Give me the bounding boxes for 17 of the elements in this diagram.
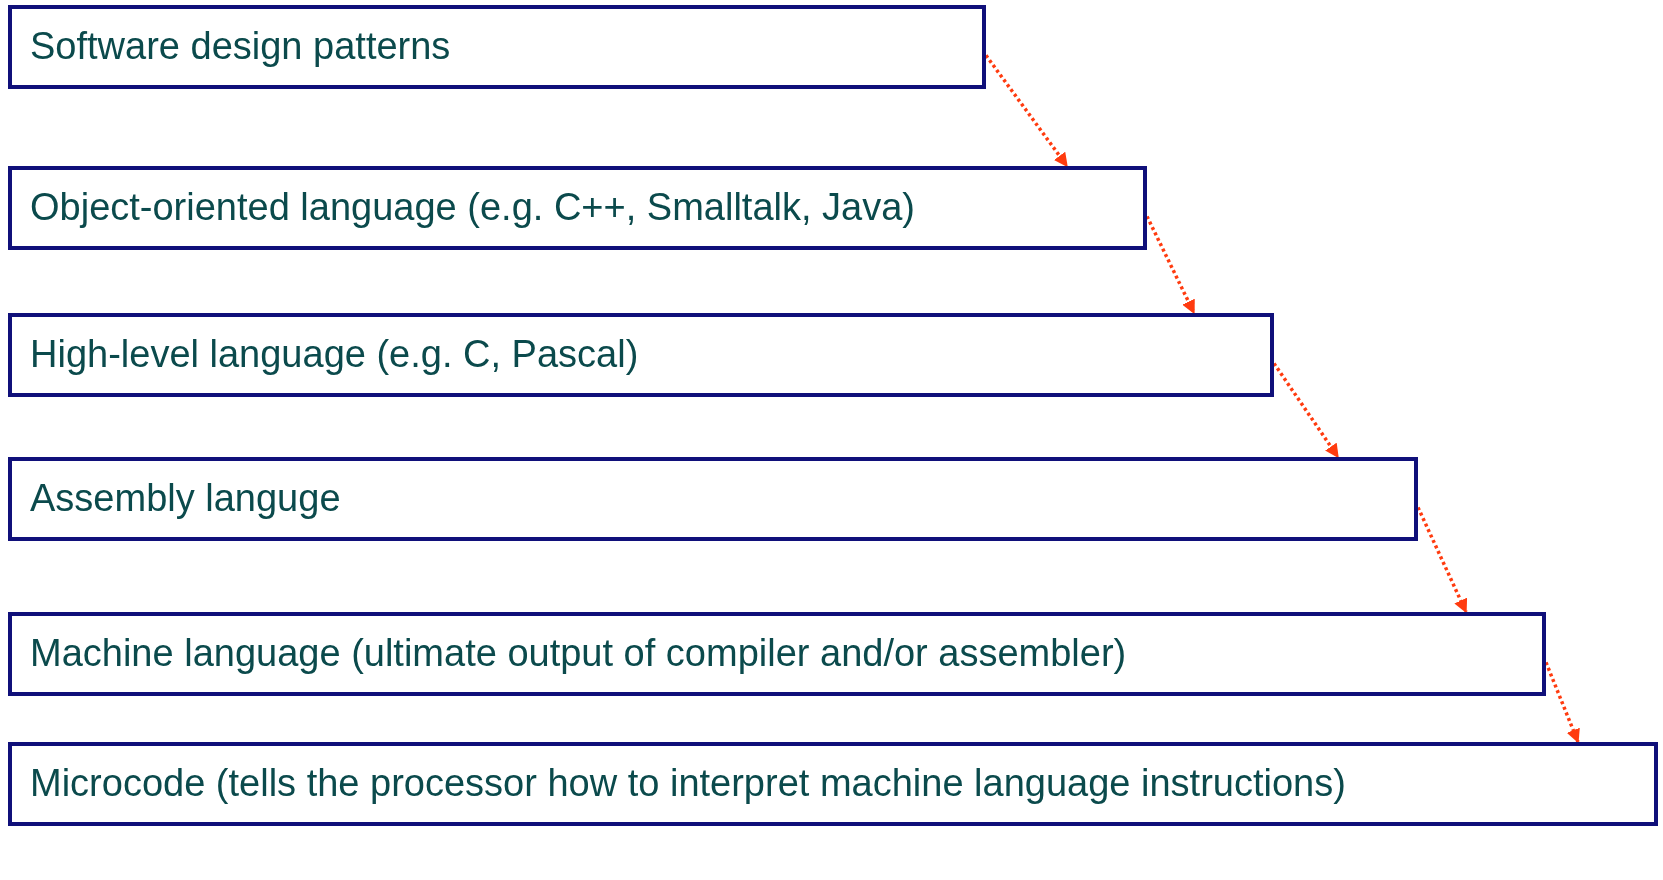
- arrow: [1272, 362, 1340, 459]
- box-label: High-level language (e.g. C, Pascal): [30, 333, 639, 377]
- arrow: [1145, 215, 1196, 315]
- box-label: Object-oriented language (e.g. C++, Smalltalk, Java): [30, 186, 916, 230]
- arrow: [1416, 506, 1468, 614]
- box-label: Software design patterns: [30, 25, 451, 69]
- box-label: Machine language (ultimate output of compiler and/or assembler): [30, 632, 1127, 676]
- process-box: [8, 5, 986, 89]
- arrow: [1544, 661, 1580, 744]
- process-box: [8, 457, 1418, 541]
- box-label: Assembly languge: [30, 477, 341, 521]
- process-box: [8, 166, 1147, 250]
- box-label: Microcode (tells the processor how to interpret machine language instructions): [30, 762, 1346, 806]
- process-box: [8, 313, 1274, 397]
- process-box: [8, 612, 1546, 696]
- arrow: [984, 54, 1069, 168]
- process-box: [8, 742, 1658, 826]
